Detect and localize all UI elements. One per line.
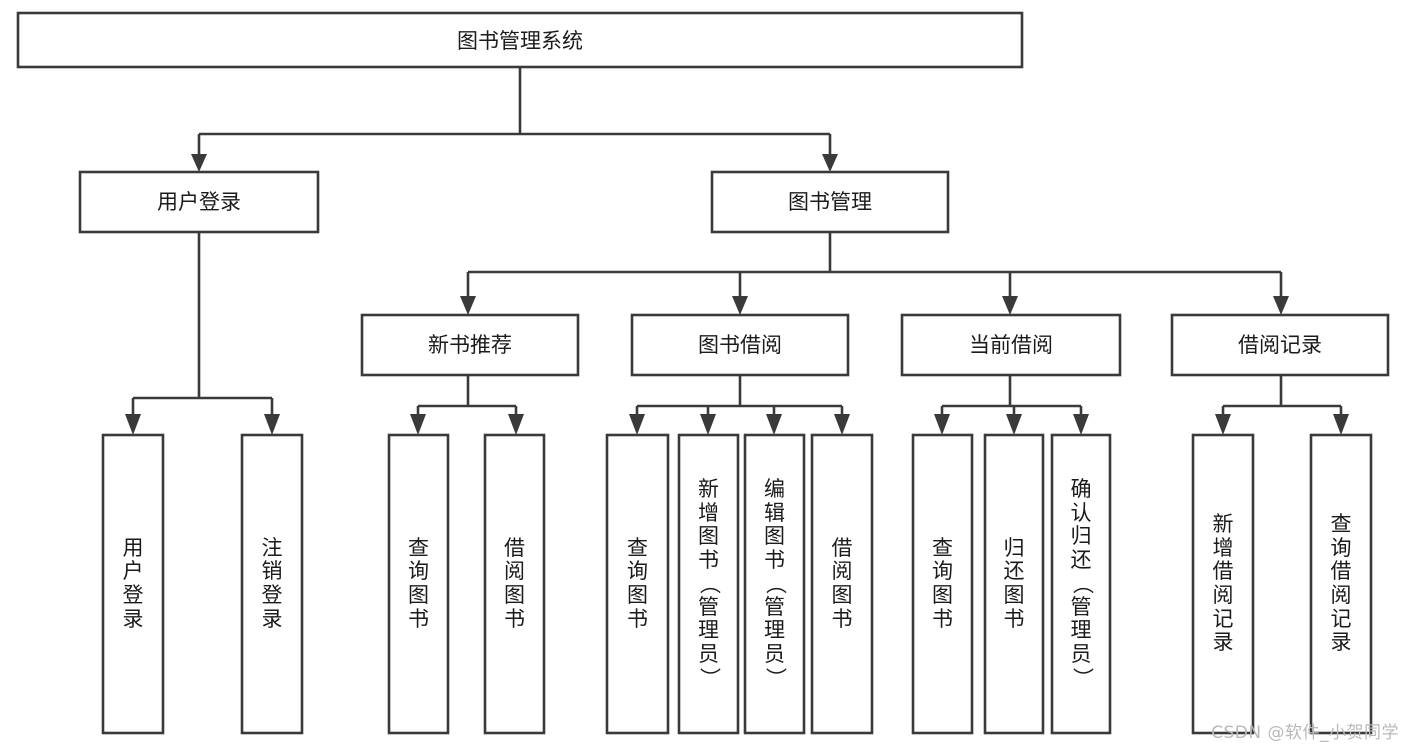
arrowhead-bookmgmt-icon (822, 154, 838, 172)
node-bookmgmt[interactable] (710, 170, 950, 234)
node-leaf7[interactable] (743, 433, 806, 735)
node-login-label: 用户登录 (157, 190, 241, 214)
arrowhead-leaf11-icon (1073, 414, 1089, 435)
arrowhead-leaf7-icon (766, 414, 782, 435)
arrowhead-leaf12-icon (1215, 414, 1231, 435)
node-leaf10[interactable] (983, 433, 1045, 735)
horizontal-label-layer: 图书管理系统 用户登录 图书管理 新书推荐 图书借阅 当前借阅 借阅记录 (157, 29, 1322, 357)
arrowhead-records-icon (1273, 296, 1289, 315)
node-leaf5[interactable] (605, 433, 670, 735)
node-root[interactable] (16, 11, 1024, 69)
arrowhead-leaf3-icon (410, 414, 426, 435)
arrowhead-leaf1-icon (125, 414, 141, 435)
arrowhead-login-icon (191, 154, 207, 172)
node-borrow-label: 图书借阅 (698, 333, 782, 357)
node-newbook-label: 新书推荐 (428, 333, 512, 357)
node-leaf2[interactable] (240, 433, 304, 735)
node-records-label: 借阅记录 (1238, 333, 1322, 357)
connector-layer (125, 67, 1349, 435)
arrowhead-leaf13-icon (1333, 414, 1349, 435)
arrowhead-leaf8-icon (834, 414, 850, 435)
node-layer (16, 11, 1390, 735)
node-borrow[interactable] (630, 313, 850, 377)
node-leaf3[interactable] (387, 433, 450, 735)
node-leaf1[interactable] (101, 433, 165, 735)
node-leaf12[interactable] (1191, 433, 1255, 735)
node-root-label: 图书管理系统 (457, 29, 583, 53)
node-leaf6[interactable] (677, 433, 740, 735)
node-newbook[interactable] (360, 313, 580, 377)
arrowhead-leaf9-icon (934, 414, 950, 435)
node-current-label: 当前借阅 (969, 333, 1053, 357)
arrowhead-leaf2-icon (264, 414, 280, 435)
node-leaf11[interactable] (1050, 433, 1112, 735)
arrowhead-borrow-icon (732, 296, 748, 315)
arrowhead-newbook-icon (460, 296, 476, 315)
node-leaf9[interactable] (911, 433, 974, 735)
node-login[interactable] (78, 170, 320, 234)
arrowhead-leaf6-icon (700, 414, 716, 435)
node-leaf4[interactable] (483, 433, 546, 735)
node-leaf8[interactable] (810, 433, 874, 735)
arrowhead-leaf10-icon (1006, 414, 1022, 435)
node-bookmgmt-label: 图书管理 (788, 190, 872, 214)
arrowhead-leaf4-icon (508, 414, 524, 435)
node-records[interactable] (1170, 313, 1390, 377)
node-current[interactable] (900, 313, 1122, 377)
arrowhead-current-icon (1002, 296, 1018, 315)
arrowhead-leaf5-icon (629, 414, 645, 435)
node-leaf13[interactable] (1309, 433, 1373, 735)
